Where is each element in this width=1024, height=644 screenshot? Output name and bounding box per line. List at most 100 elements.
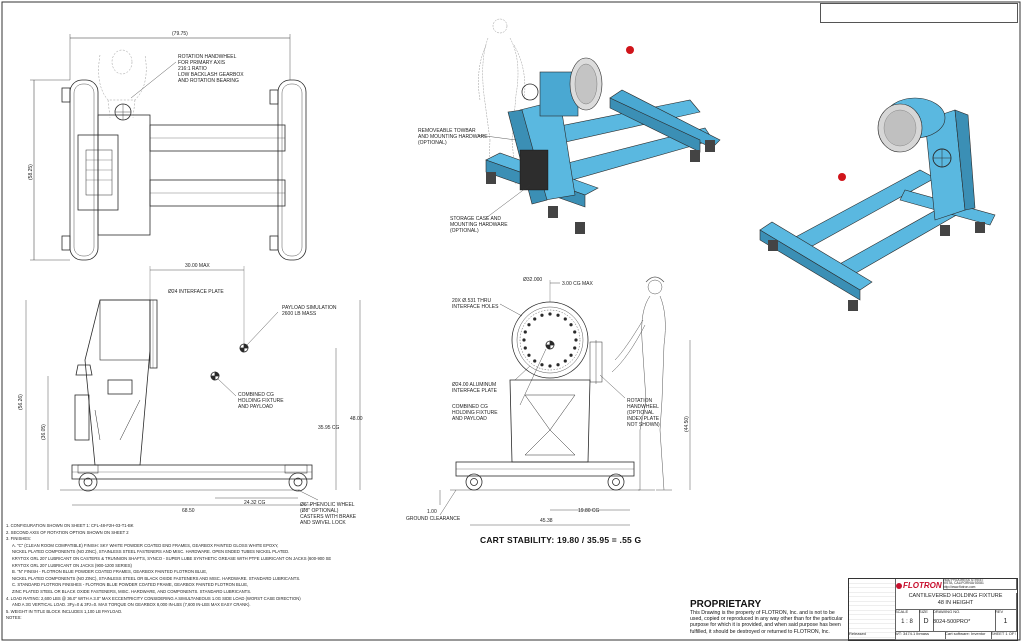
- bolt-hole: [533, 359, 537, 363]
- bolt-hole: [523, 330, 527, 334]
- drawing-notes: 1. CONFIGURATION SHOWN ON SHEET 1: CFL-4…: [6, 523, 331, 622]
- drawing-subtitle: 48 IN HEIGHT: [937, 600, 974, 606]
- note-line: 2. SECOND AXIS OF ROTATION OPTION SHOWN …: [6, 529, 129, 535]
- note-line: NICKEL PLATED COMPONENTS (NO ZINC), STAI…: [12, 575, 301, 581]
- cart-stability-formula: CART STABILITY: 19.80 / 35.95 = .55 G: [480, 535, 642, 545]
- bolt-hole: [523, 346, 527, 350]
- front-half-width-dim: 19.80 CG: [578, 508, 600, 514]
- bolt-hole: [574, 338, 578, 342]
- bolt-hole: [556, 313, 560, 317]
- revision-block: [820, 3, 1018, 23]
- operator-figure: [611, 276, 672, 491]
- front-view: [439, 280, 691, 526]
- proprietary-notice: PROPRIETARY This Drawing is the property…: [690, 599, 845, 639]
- scale-label: SCALE: [895, 609, 909, 614]
- towbar-note: REMOVEABLE TOWBAR AND MOUNTING HARDWARE …: [418, 128, 488, 146]
- bolt-hole: [527, 323, 531, 327]
- red-marker-2: [838, 173, 846, 181]
- front-handwheel-note: ROTATION HANDWHEEL (OPTIONAL INDEX PLATE…: [627, 398, 660, 428]
- interface-plate-label: Ø24 INTERFACE PLATE: [168, 289, 224, 295]
- note-line: 1. CONFIGURATION SHOWN ON SHEET 1: CFL-4…: [6, 523, 134, 528]
- note-line: NICKEL PLATED COMPONENTS (NO ZINC), STAI…: [12, 549, 290, 555]
- note-line: KRYTOX GRL 207 LUBRICANT ON CASTERS & TR…: [12, 555, 331, 561]
- sheet-cell: SHEET 1 OF 5: [991, 631, 1016, 636]
- side-cg-label: COMBINED CG HOLDING FIXTURE AND PAYLOAD: [238, 392, 284, 410]
- bolt-hole-pattern: [522, 312, 578, 368]
- cg-height-dim: 35.95 CG: [318, 425, 340, 431]
- bolt-hole: [563, 359, 567, 363]
- note-line: B. "N" FINISH - FLOTRON BLUE POWDER COAT…: [12, 569, 208, 575]
- logo-cell: [895, 579, 944, 589]
- bolt-hole: [540, 363, 544, 367]
- software-cell: Cart software: Inventor: [945, 631, 992, 639]
- iso-view-left: [477, 18, 721, 234]
- company-address: 2630 PROGRESS STREET VISTA, CALIFORNIA 9…: [943, 579, 1017, 590]
- bolt-hole: [569, 353, 573, 357]
- size-value: D: [923, 618, 929, 625]
- height-48-dim: 48.00: [350, 416, 363, 422]
- bolt-hole: [522, 338, 526, 342]
- aluminum-plate-label: Ø24.00 ALUMINUM INTERFACE PLATE: [452, 382, 497, 394]
- size-label: SIZE: [919, 609, 928, 614]
- bolt-hole: [533, 317, 537, 321]
- ground-clearance-leader: [439, 489, 457, 516]
- front-width-dim: 45.38: [540, 518, 553, 524]
- wheel-note: Ø6" PHENOLIC WHEEL (Ø8" OPTIONAL) CASTER…: [300, 502, 357, 526]
- bolt-hole: [527, 353, 531, 357]
- bolt-hole: [573, 346, 577, 350]
- thru-holes-label: 20X Ø.531 THRU INTERFACE HOLES: [452, 298, 499, 310]
- handwheel-note: ROTATION HANDWHEEL FOR PRIMARY AXIS 216:…: [178, 54, 244, 84]
- logo-text: FLOTRON: [903, 581, 942, 590]
- top-view: [30, 34, 307, 261]
- logo-mark-icon: [896, 583, 902, 589]
- overall-height-dim: (56.26): [18, 394, 24, 410]
- approvals-grid: [849, 579, 896, 640]
- note-line: NOTES:: [6, 615, 22, 621]
- side-view: [25, 266, 361, 506]
- size-cell: SIZE D: [919, 609, 934, 632]
- proprietary-body: This Drawing is the property of FLOTRON,…: [690, 610, 843, 635]
- bolt-hole: [548, 312, 552, 316]
- revision-value: 1: [1003, 618, 1008, 625]
- drawing-number: 8024-500PRO*: [933, 619, 971, 625]
- bolt-hole: [540, 313, 544, 317]
- bolt-hole: [563, 317, 567, 321]
- bolt-hole: [573, 330, 577, 334]
- note-line: KRYTOX GRL 207 LUBRICANT ON JACKS (900-1…: [12, 562, 132, 568]
- front-height-dim: (44.50): [684, 416, 690, 432]
- flotron-logo: FLOTRON: [896, 581, 942, 590]
- bolt-hole: [548, 364, 552, 368]
- proprietary-title: PROPRIETARY: [690, 599, 762, 610]
- title-block: 2630 PROGRESS STREET VISTA, CALIFORNIA 9…: [848, 578, 1018, 641]
- material-cell: Released: [849, 631, 896, 639]
- drawing-number-label: DRAWING NO.: [933, 609, 961, 614]
- cg-max-dim: 3.00 CG MAX: [562, 281, 593, 287]
- revision-label: REV: [995, 609, 1004, 614]
- scale-cell: SCALE 1 : 8: [895, 609, 920, 632]
- length-dim: 68.50: [182, 508, 195, 514]
- weight-cell: WT: 3474.1 lbmass: [895, 631, 946, 639]
- ground-clearance-value: 1.00: [427, 509, 437, 515]
- note-line: A. "C" (CLEAN ROOM COMPATIBLE) FINISH: S…: [12, 542, 279, 548]
- note-line: ZINC PLATED STEEL OR BLACK OXIDE FASTENE…: [12, 588, 252, 594]
- scale-value: 1 : 8: [901, 619, 913, 625]
- iso-view-right: [759, 97, 996, 311]
- revision-cell: REV 1: [995, 609, 1017, 632]
- top-width-dim: (79.75): [172, 31, 188, 37]
- red-marker-1: [626, 46, 634, 54]
- note-line: 5. WEIGHT IN TITLE BLOCK INCLUDES 1,100 …: [6, 608, 123, 614]
- max-reach-dim: 30.00 MAX: [185, 263, 210, 269]
- front-cg-label: COMBINED CG HOLDING FIXTURE AND PAYLOAD: [452, 404, 498, 422]
- payload-sim-label: PAYLOAD SIMULATION 2600 LB MASS: [282, 305, 337, 317]
- ground-clearance-label: GROUND CLEARANCE: [406, 516, 461, 522]
- note-line: AND A 3G VERTICAL LOAD. 3Fy=0 & 3Fz=0. M…: [12, 602, 251, 608]
- storage-case-note: STORAGE CASE AND MOUNTING HARDWARE (OPTI…: [450, 216, 508, 234]
- plate-dia-dim: Ø32.000: [523, 277, 543, 283]
- bolt-hole: [569, 323, 573, 327]
- top-depth-dim: (58.25): [28, 164, 34, 180]
- note-line: 3. FINISHES:: [6, 536, 32, 542]
- note-line: 4. LOAD RATING: 2,600 LBS @ 36.0" WITH A…: [6, 595, 301, 601]
